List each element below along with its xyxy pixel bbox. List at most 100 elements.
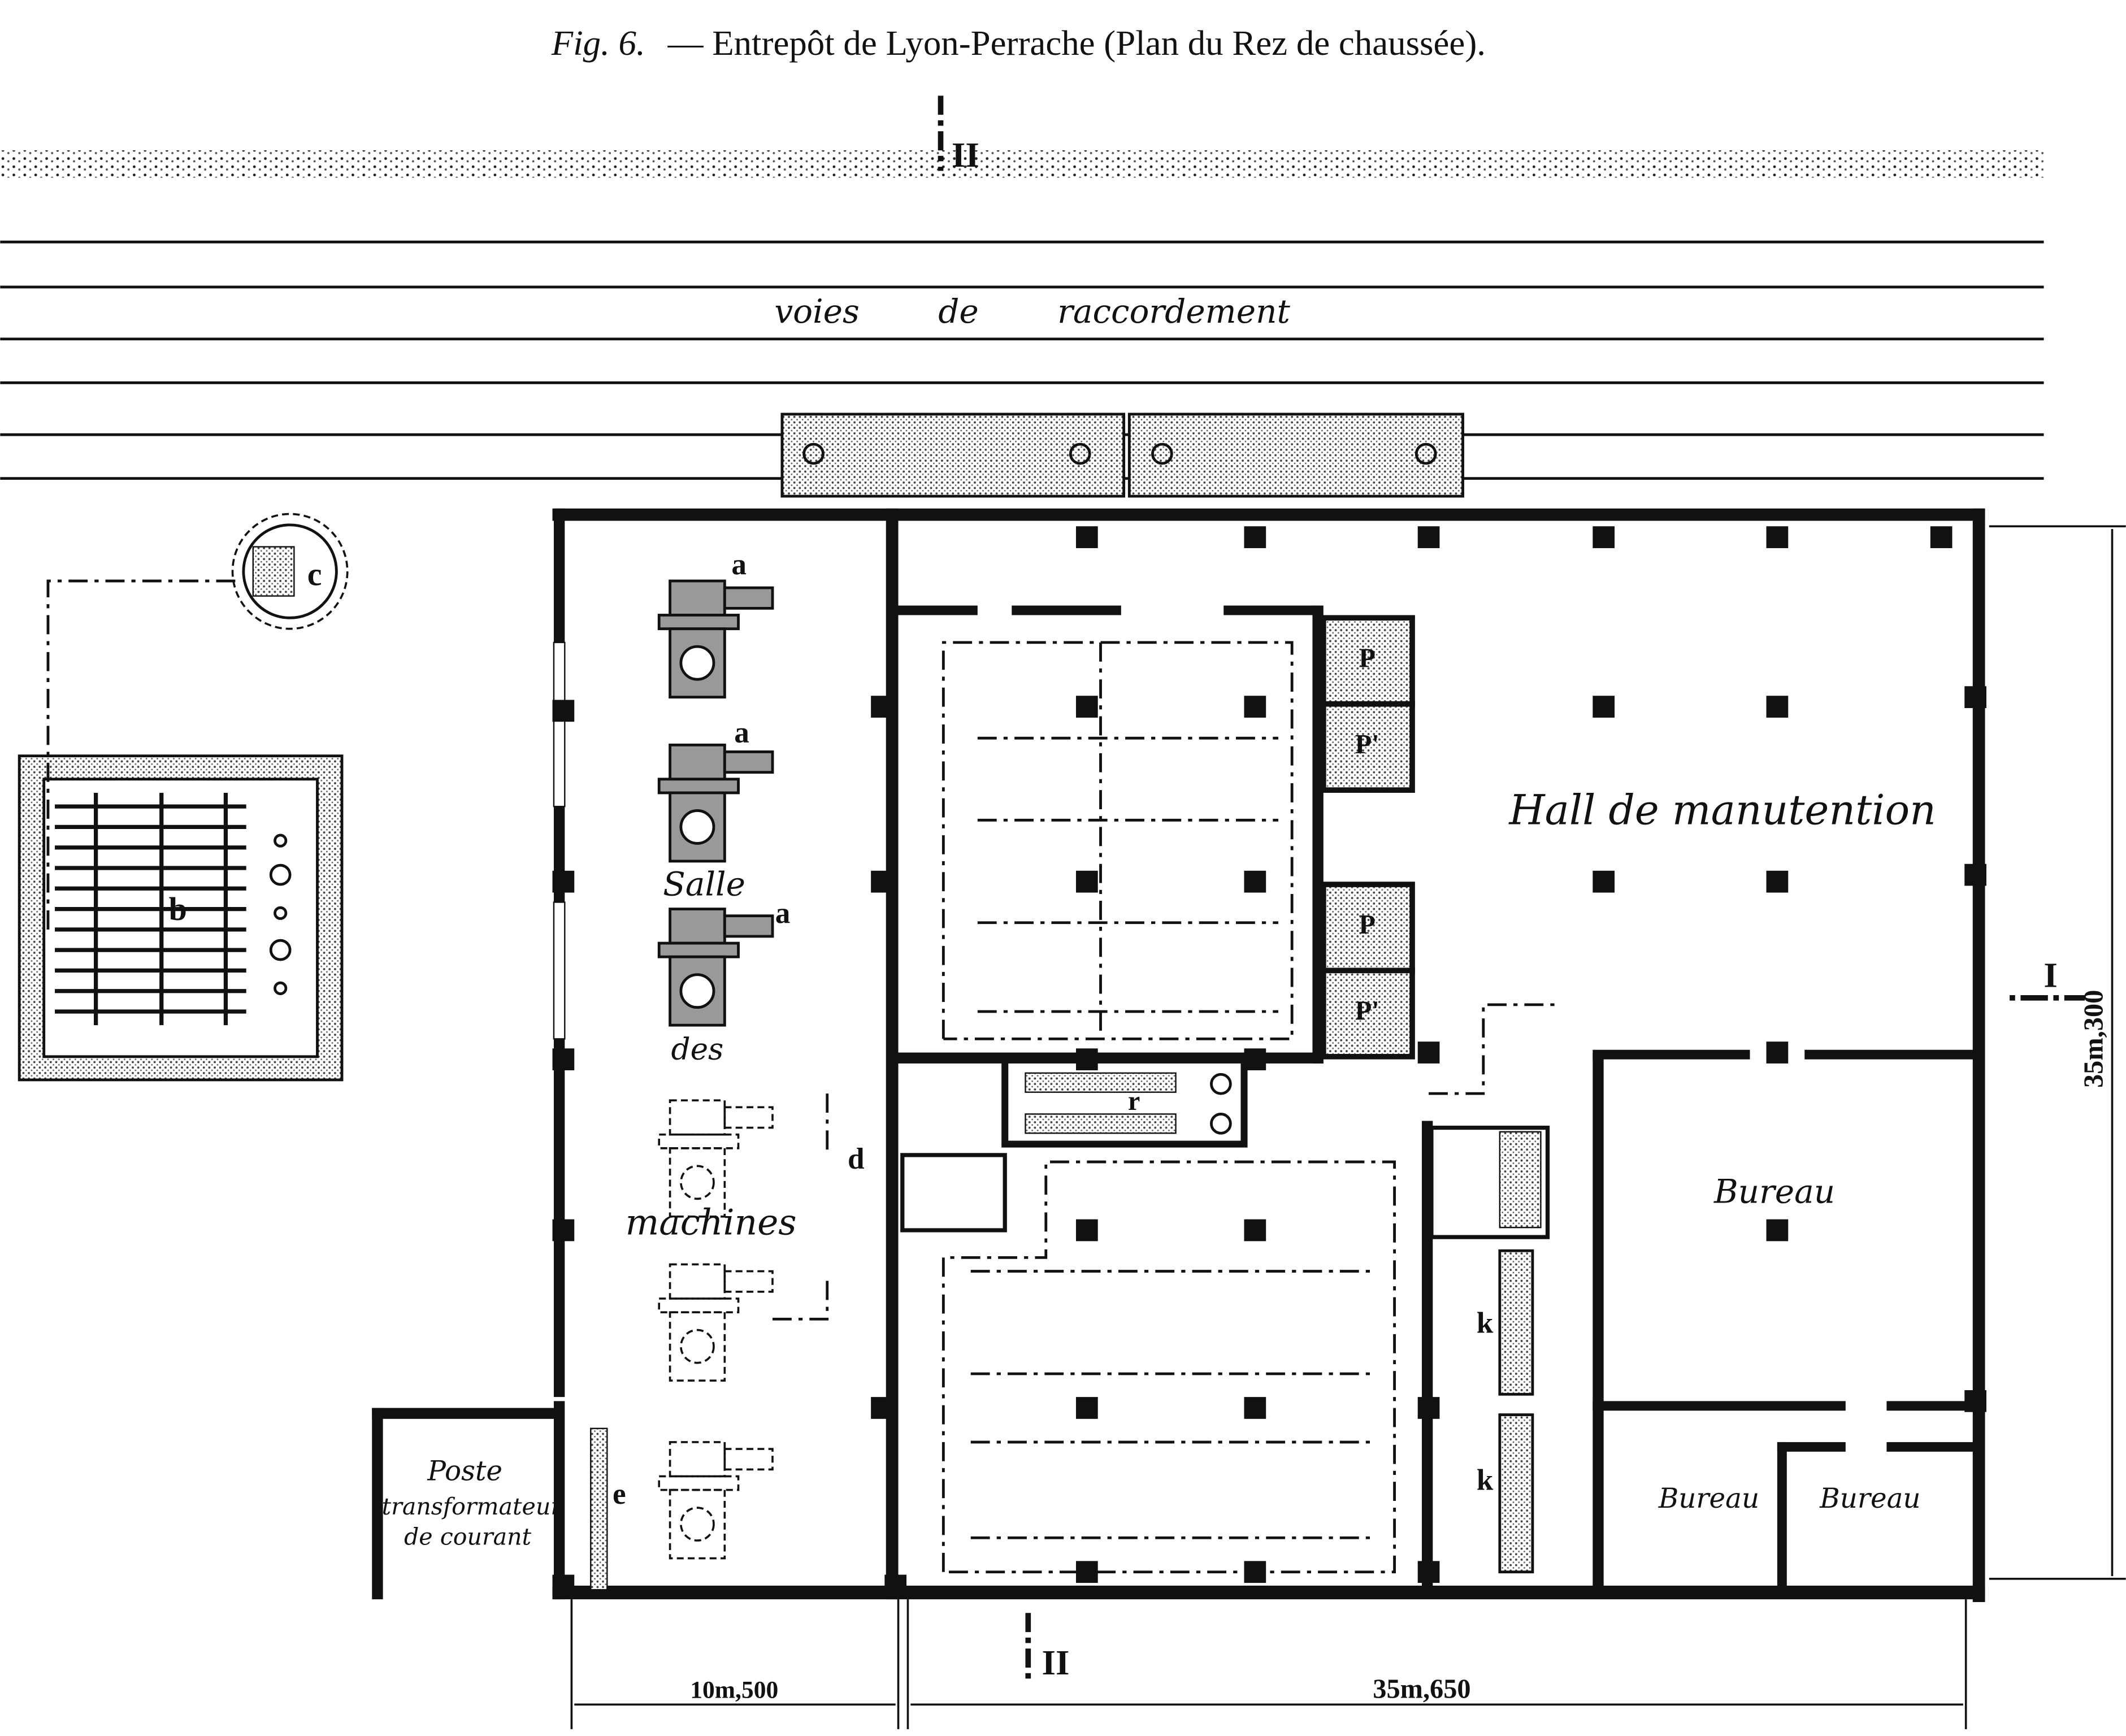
poste-label-1: Poste xyxy=(427,1456,502,1487)
wagon-right xyxy=(1127,413,1464,498)
label-e: e xyxy=(613,1477,626,1511)
column xyxy=(1417,1397,1440,1419)
column xyxy=(1593,870,1615,893)
column xyxy=(1075,526,1098,548)
window-left-2 xyxy=(553,901,566,1040)
column xyxy=(1075,1219,1098,1242)
machine-planned xyxy=(658,1263,774,1382)
pipe-line xyxy=(46,579,240,930)
chimney-c xyxy=(231,513,349,630)
building-walls xyxy=(372,508,1985,1602)
section-marker-bottom: II xyxy=(1025,1613,1070,1685)
column xyxy=(1244,1397,1266,1419)
corridor-r xyxy=(1001,1056,1248,1148)
dimension-lines xyxy=(570,525,2126,1729)
section-marker-top: II xyxy=(938,96,979,175)
storage-room-lower xyxy=(1421,1052,1604,1593)
label-a-3: a xyxy=(775,896,791,930)
column xyxy=(871,696,893,718)
trestles-k xyxy=(1498,1249,1534,1574)
figure-title: Fig. 6. — Entrepôt de Lyon-Perrache (Pla… xyxy=(551,23,1486,63)
des-label: des xyxy=(671,1032,724,1067)
office-walls xyxy=(1593,1049,1976,1593)
column xyxy=(1244,696,1266,718)
label-P-4: P' xyxy=(1355,996,1379,1026)
column xyxy=(1244,1048,1266,1070)
column xyxy=(552,1048,575,1070)
label-P-2: P' xyxy=(1355,730,1379,760)
column xyxy=(552,1574,575,1597)
label-b: b xyxy=(169,891,187,927)
columns xyxy=(552,526,1986,1597)
column xyxy=(871,1397,893,1419)
column xyxy=(1244,526,1266,548)
label-k-1: k xyxy=(1477,1306,1494,1339)
hoist-rooms xyxy=(1320,615,1415,1060)
column xyxy=(1766,1219,1789,1242)
dimension-main-width: 35m,650 xyxy=(1373,1674,1470,1704)
gravel-embankment xyxy=(0,150,2044,178)
bureau-main-label: Bureau xyxy=(1713,1173,1835,1211)
dimension-left-width: 10m,500 xyxy=(690,1676,778,1703)
column xyxy=(1964,863,1986,886)
section-label-II-top: II xyxy=(952,135,979,175)
machine-room-equipment xyxy=(657,579,774,1560)
label-P-3: P xyxy=(1359,910,1376,940)
bureau-right-label: Bureau xyxy=(1819,1483,1920,1514)
section-label-II-bottom: II xyxy=(1042,1643,1070,1682)
column xyxy=(1593,526,1615,548)
machine-planned xyxy=(658,1099,774,1218)
column xyxy=(552,870,575,893)
poste-label-3: de courant xyxy=(404,1523,532,1550)
circulation-path-upper xyxy=(941,641,1294,1040)
column xyxy=(1964,1390,1986,1412)
poste-label-2: transformateur xyxy=(382,1493,563,1520)
storage-room-upper xyxy=(895,605,1324,1064)
machine xyxy=(657,908,774,1027)
column xyxy=(1244,870,1266,893)
column xyxy=(1075,1048,1098,1070)
column xyxy=(1766,1041,1789,1064)
column xyxy=(871,870,893,893)
label-k-2: k xyxy=(1477,1464,1494,1497)
column xyxy=(1244,1561,1266,1583)
label-a-2: a xyxy=(734,715,749,749)
figure-number: Fig. 6. xyxy=(551,23,645,63)
column xyxy=(552,700,575,722)
figure-caption: — Entrepôt de Lyon-Perrache (Plan du Rez… xyxy=(667,23,1486,63)
tracks-label: voies de raccordement xyxy=(774,292,1290,331)
bureau-left-label: Bureau xyxy=(1658,1483,1759,1514)
staircases xyxy=(900,1125,1550,1239)
column xyxy=(1244,1219,1266,1242)
column xyxy=(1766,870,1789,893)
column xyxy=(1075,696,1098,718)
machine xyxy=(657,743,774,863)
equipment-e xyxy=(590,1427,608,1591)
salle-label: Salle xyxy=(663,865,745,903)
column xyxy=(1417,1561,1440,1583)
section-marker-right: I xyxy=(2010,955,2085,1001)
machines-label: machines xyxy=(626,1201,797,1243)
label-d: d xyxy=(848,1142,865,1175)
column xyxy=(1930,526,1953,548)
column xyxy=(884,1574,907,1597)
column xyxy=(1593,696,1615,718)
column xyxy=(1075,1561,1098,1583)
column xyxy=(1766,526,1789,548)
column xyxy=(552,1219,575,1242)
label-r: r xyxy=(1128,1086,1140,1116)
section-label-I: I xyxy=(2043,955,2057,995)
boiler-b xyxy=(18,754,344,1082)
label-a-1: a xyxy=(731,548,747,581)
column xyxy=(1766,696,1789,718)
hall-label: Hall de manutention xyxy=(1508,787,1936,835)
window-left-1 xyxy=(553,641,566,808)
dashed-partition xyxy=(772,1003,1559,1321)
label-c: c xyxy=(307,555,322,592)
column xyxy=(1075,1397,1098,1419)
label-P-1: P xyxy=(1359,643,1376,673)
circulation-path-lower xyxy=(941,1160,1396,1574)
wagon-left xyxy=(780,413,1126,498)
column xyxy=(1964,686,1986,708)
